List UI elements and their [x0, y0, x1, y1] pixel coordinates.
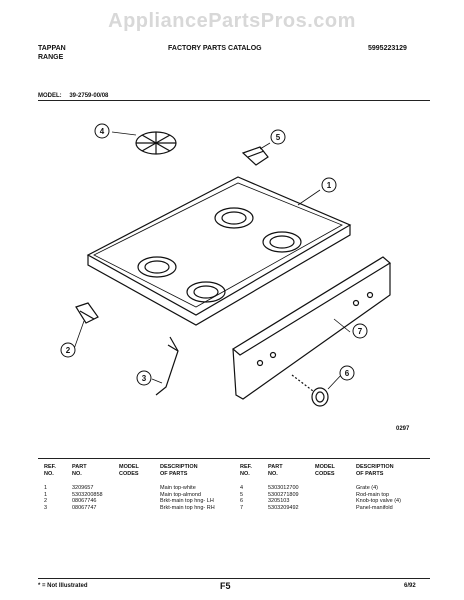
table-row: 3 08067747 Brkt-main top hng- RH	[44, 505, 246, 512]
table-row: 1 3209657 Main top-white	[44, 485, 246, 492]
row-desc: Panel-manifold	[356, 504, 393, 511]
row-desc: Grate (4)	[356, 485, 379, 491]
parts-table-left: REF. NO. PART NO. MODEL CODES DESCRIPTIO…	[44, 464, 246, 511]
grate-drawing	[135, 131, 177, 155]
manifold-panel-drawing	[231, 256, 392, 400]
product-name: RANGE	[38, 54, 64, 61]
callout-1: 1	[321, 177, 337, 193]
row-ref: 3	[44, 504, 48, 511]
callout-5: 5	[270, 129, 286, 145]
header-part: PART NO.	[268, 464, 283, 477]
row-desc: Main top-almond	[160, 491, 201, 498]
row-code	[119, 505, 160, 512]
row-ref: 4	[240, 485, 244, 491]
svg-text:3: 3	[142, 374, 147, 383]
header-part: PART NO.	[72, 464, 87, 477]
row-part: 5303200858	[72, 491, 103, 498]
svg-text:5: 5	[276, 133, 281, 142]
header-code: MODEL CODES	[315, 464, 335, 477]
divider-middle	[38, 458, 430, 459]
table-header: REF. NO. PART NO. MODEL CODES DESCRIPTIO…	[240, 464, 442, 477]
header-desc: DESCRIPTION OF PARTS	[356, 464, 394, 477]
row-desc: Brkt-main top hng- RH	[160, 504, 215, 511]
divider-bottom	[38, 578, 430, 579]
svg-text:6: 6	[345, 369, 350, 378]
header-ref: REF. NO.	[44, 464, 56, 477]
table-row: 5 5300271809 Rod-main top	[240, 492, 442, 499]
row-part: 08067746	[72, 498, 97, 504]
divider-top	[38, 100, 430, 101]
parts-table-right: REF. NO. PART NO. MODEL CODES DESCRIPTIO…	[240, 464, 442, 511]
bracket-rod-drawing	[155, 336, 179, 396]
row-part: 5300271809	[268, 491, 299, 498]
watermark: AppliancePartsPros.com	[108, 10, 356, 32]
row-part: 5303209492	[268, 504, 299, 511]
svg-text:4: 4	[100, 127, 105, 136]
table-row: 7 5303209492 Panel-manifold	[240, 505, 442, 512]
knob-drawing	[291, 374, 329, 407]
row-ref: 6	[240, 498, 244, 504]
model-value: 39-2759-00/08	[69, 93, 109, 99]
row-ref: 1	[44, 491, 48, 498]
svg-text:7: 7	[358, 327, 363, 336]
catalog-number: 5995223129	[368, 45, 407, 52]
exploded-parts-diagram: 4 5 1 2 3 6 7	[60, 123, 392, 407]
table-header: REF. NO. PART NO. MODEL CODES DESCRIPTIO…	[44, 464, 246, 477]
row-ref: 1	[44, 485, 48, 491]
row-code	[315, 505, 356, 512]
row-ref: 7	[240, 504, 244, 511]
model-line: MODEL: 39-2759-00/08	[38, 93, 114, 99]
callout-3: 3	[136, 370, 152, 386]
callout-7: 7	[352, 323, 368, 339]
table-row: 1 5303200858 Main top-almond	[44, 492, 246, 499]
svg-text:1: 1	[327, 181, 332, 190]
table-row: 4 5303012700 Grate (4)	[240, 485, 442, 492]
header-code: MODEL CODES	[119, 464, 139, 477]
model-label: MODEL:	[38, 93, 62, 99]
row-part: 3209657	[72, 485, 94, 491]
row-part: 5303012700	[268, 485, 299, 491]
header-desc: DESCRIPTION OF PARTS	[160, 464, 198, 477]
hinge-bracket-drawing	[75, 302, 99, 324]
row-desc: Rod-main top	[356, 491, 390, 498]
table-row: 6 3205103 Knob-top valve (4)	[240, 498, 442, 505]
catalog-date: 6/92	[404, 583, 416, 589]
main-top-drawing	[86, 176, 352, 326]
svg-text:2: 2	[66, 346, 71, 355]
header-ref: REF. NO.	[240, 464, 252, 477]
callout-6: 6	[339, 365, 355, 381]
row-part: 3205103	[268, 498, 290, 504]
row-ref: 2	[44, 498, 48, 504]
brand-block: TAPPAN RANGE	[38, 44, 98, 62]
footnote: * = Not Illustrated	[38, 583, 88, 589]
diagram-ref-code: 0297	[396, 426, 410, 432]
row-desc: Main top-white	[160, 485, 196, 491]
callout-4: 4	[94, 123, 110, 139]
row-part: 08067747	[72, 504, 97, 511]
page-number: F5	[220, 581, 231, 591]
row-ref: 5	[240, 491, 244, 498]
rod-drawing	[241, 146, 269, 166]
callout-2: 2	[60, 342, 76, 358]
leader-lines	[73, 131, 351, 390]
brand-name: TAPPAN	[38, 45, 66, 52]
row-desc: Knob-top valve (4)	[356, 498, 401, 504]
catalog-title: FACTORY PARTS CATALOG	[168, 45, 262, 52]
row-desc: Brkt-main top hng- LH	[160, 498, 214, 504]
table-row: 2 08067746 Brkt-main top hng- LH	[44, 498, 246, 505]
